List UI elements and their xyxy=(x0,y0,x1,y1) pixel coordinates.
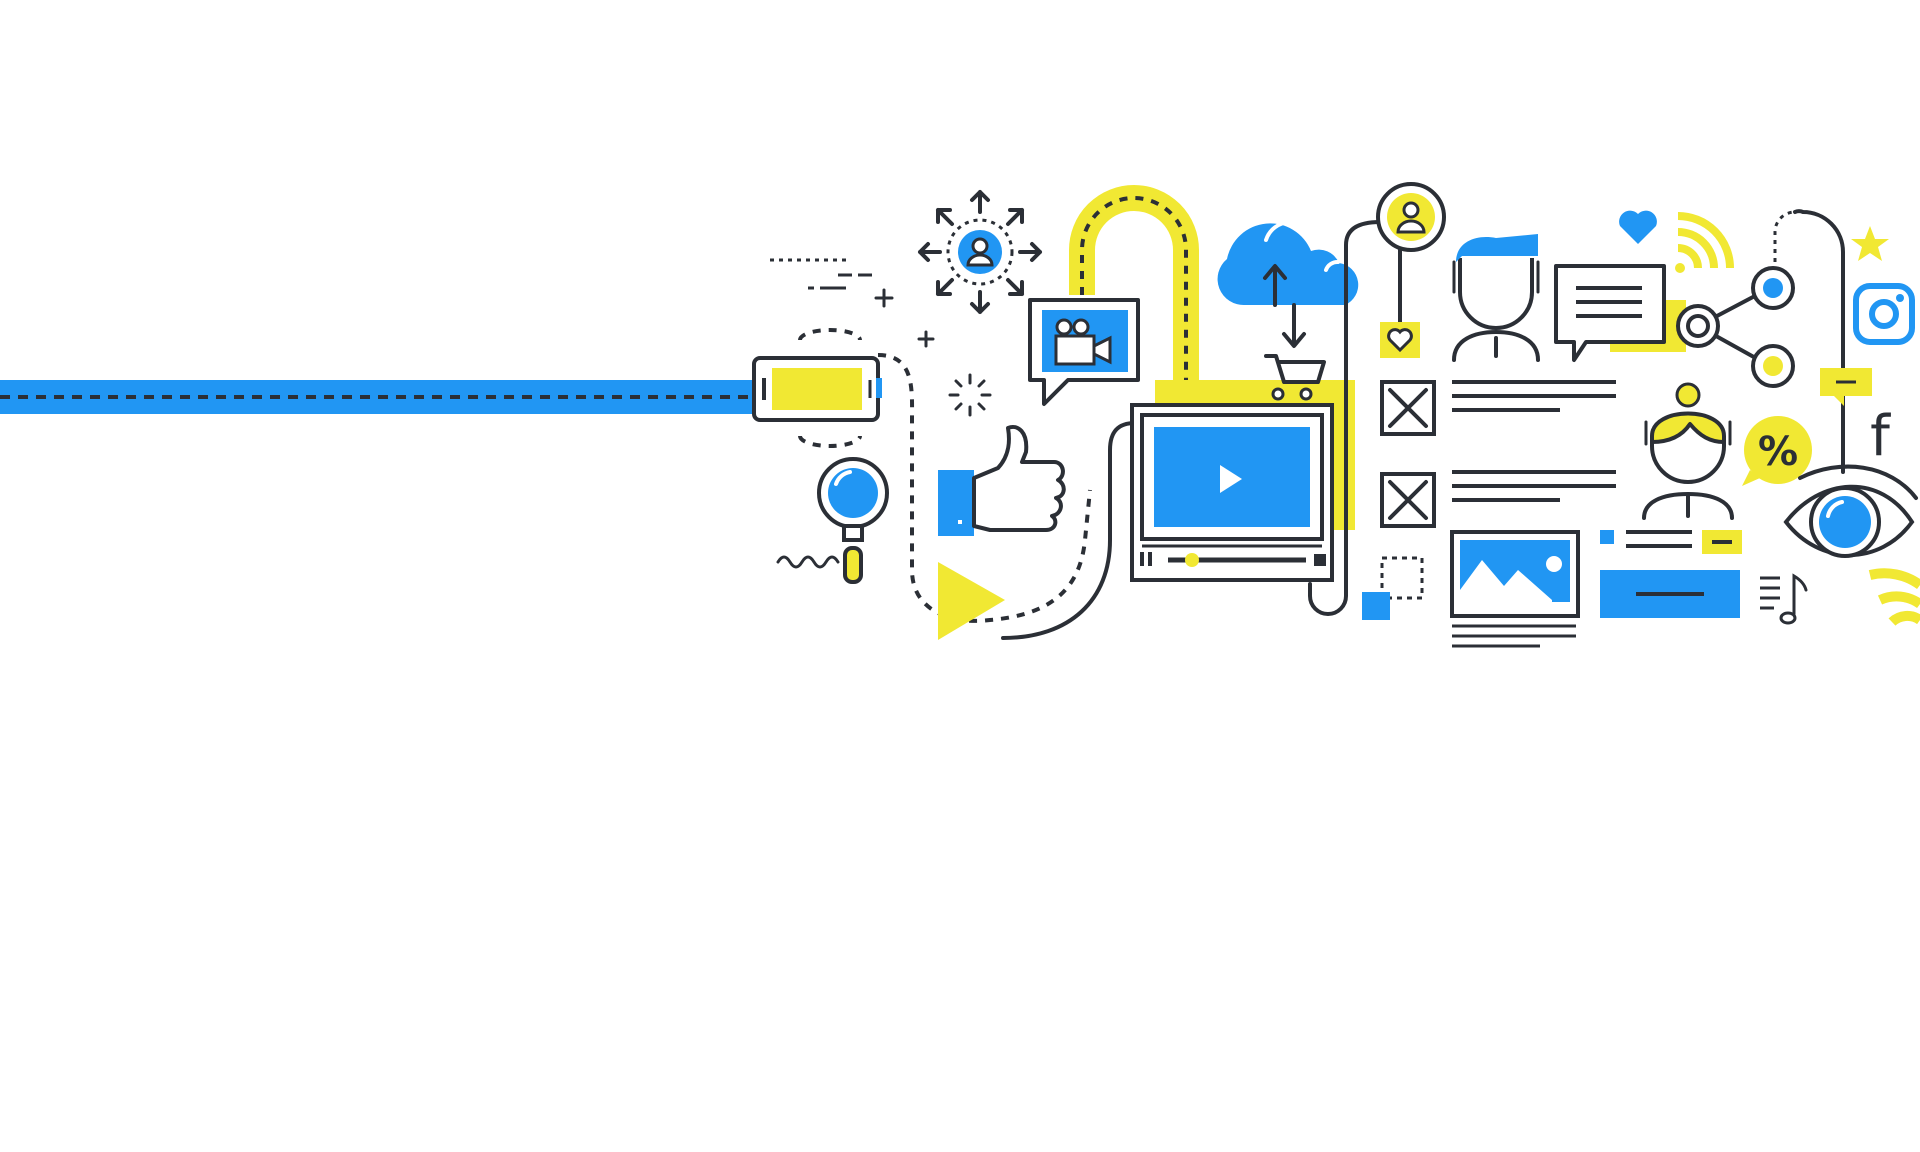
content-lines xyxy=(1452,380,1616,502)
decor-lines xyxy=(770,258,935,348)
battery-icon xyxy=(752,328,882,448)
chat-bubble-icon xyxy=(1554,264,1686,362)
shopping-cart-icon xyxy=(1264,354,1326,401)
plus-icon xyxy=(874,288,894,308)
instagram-icon xyxy=(1853,283,1915,345)
wifi-icon xyxy=(1675,212,1734,273)
wifi-corner-icon xyxy=(1868,568,1920,626)
percent-symbol: % xyxy=(1758,429,1798,475)
decor-arc xyxy=(1773,210,1796,262)
facebook-icon: f xyxy=(1870,404,1891,469)
magnifier-icon xyxy=(776,457,889,584)
yellow-tag xyxy=(1820,368,1872,406)
user-avatar-icon xyxy=(1376,182,1446,324)
plus-icon xyxy=(917,330,935,348)
share-user-icon xyxy=(918,190,1042,314)
loading-spinner-icon xyxy=(948,373,992,417)
cable-bar xyxy=(0,380,760,414)
play-triangle xyxy=(938,562,1005,640)
form-element xyxy=(1600,530,1742,618)
percent-badge-icon: % xyxy=(1742,416,1812,486)
star-icon xyxy=(1851,226,1889,261)
share-network-icon xyxy=(1676,266,1795,388)
man-avatar-icon xyxy=(1452,234,1540,362)
photo-frame-icon xyxy=(1450,530,1580,648)
cable-cloud xyxy=(1308,294,1348,616)
music-note-icon xyxy=(1760,573,1808,625)
heart-tag-icon xyxy=(1380,322,1420,358)
woman-avatar-icon xyxy=(1642,382,1734,520)
cable-user xyxy=(1344,220,1382,298)
cable-solid xyxy=(1001,421,1137,640)
eye-icon xyxy=(1783,464,1918,558)
video-chat-bubble-icon xyxy=(1028,298,1140,406)
cloud-upload-icon xyxy=(1217,220,1359,348)
thumbs-up-icon xyxy=(938,425,1066,536)
video-player-icon xyxy=(1130,403,1334,582)
cable-eye xyxy=(1793,209,1845,474)
placeholder-image-icons xyxy=(1362,380,1436,620)
heart-icon xyxy=(1619,210,1657,244)
